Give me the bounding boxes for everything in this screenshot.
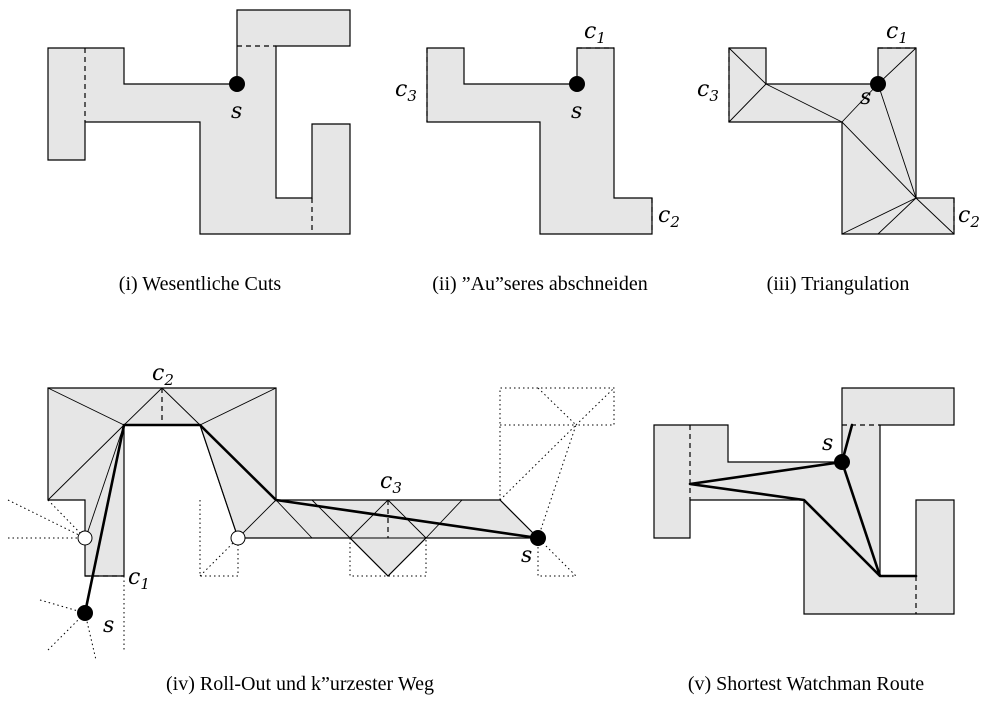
panel-iv-polygon [47,387,540,577]
panel-iv-caption: (iv) Roll-Out und k”urzester Weg [166,673,434,695]
panel-iii-label-c1: c1 [886,19,908,47]
panel-ii-label-c3: c3 [395,77,417,105]
panel-i-caption: (i) Wesentliche Cuts [119,273,282,295]
panel-iv: s s c2 c1 c3 (iv) Roll-Out und k”urzeste… [7,361,615,695]
panel-iv-label-s: s [103,613,114,638]
panel-iv-hollow-point-mid [230,530,246,546]
panel-iv-hollow-point-left [77,530,93,546]
panel-iii-point-s [870,76,886,92]
panel-iv-dotted-reflections [7,387,615,661]
panel-iv-point-s [77,605,93,621]
panel-iv-label-c1: c1 [128,565,150,593]
panel-i-point-s [229,76,245,92]
panel-ii-label-s: s [571,99,582,124]
panel-iii-label-c2: c2 [958,203,980,231]
panel-i-label-s: s [231,99,242,124]
panel-ii-point-s [569,76,585,92]
panel-iii: s c1 c2 c3 (iii) Triangulation [697,19,980,295]
panel-iii-caption: (iii) Triangulation [767,273,910,295]
panel-v: s (v) Shortest Watchman Route [653,387,955,695]
panel-v-watchman-route [688,423,918,578]
panel-ii-polygon [426,47,653,235]
panel-iv-label-s-reflected: s [521,543,532,568]
panel-iv-shortest-path [83,423,539,614]
panel-iii-triangulation [728,47,955,235]
panel-iii-label-c3: c3 [697,77,719,105]
panel-iv-point-s-reflected [530,530,546,546]
panel-ii: s c1 c2 c3 (ii) ”Au”seres abschneiden [395,19,680,295]
panel-ii-label-c2: c2 [658,203,680,231]
panel-v-point-s [834,454,850,470]
panel-iv-label-c2: c2 [152,361,174,389]
panel-iv-triangulation [47,387,463,541]
panel-iv-label-c3: c3 [380,469,402,497]
panel-ii-caption: (ii) ”Au”seres abschneiden [432,273,647,295]
panel-ii-label-c1: c1 [584,19,606,47]
panel-iii-label-s: s [860,85,871,110]
panel-v-caption: (v) Shortest Watchman Route [688,673,924,695]
panel-i: s (i) Wesentliche Cuts [47,9,351,295]
panel-iii-polygon [728,47,955,235]
panel-i-polygon [47,9,351,235]
panel-v-label-s: s [822,431,833,456]
